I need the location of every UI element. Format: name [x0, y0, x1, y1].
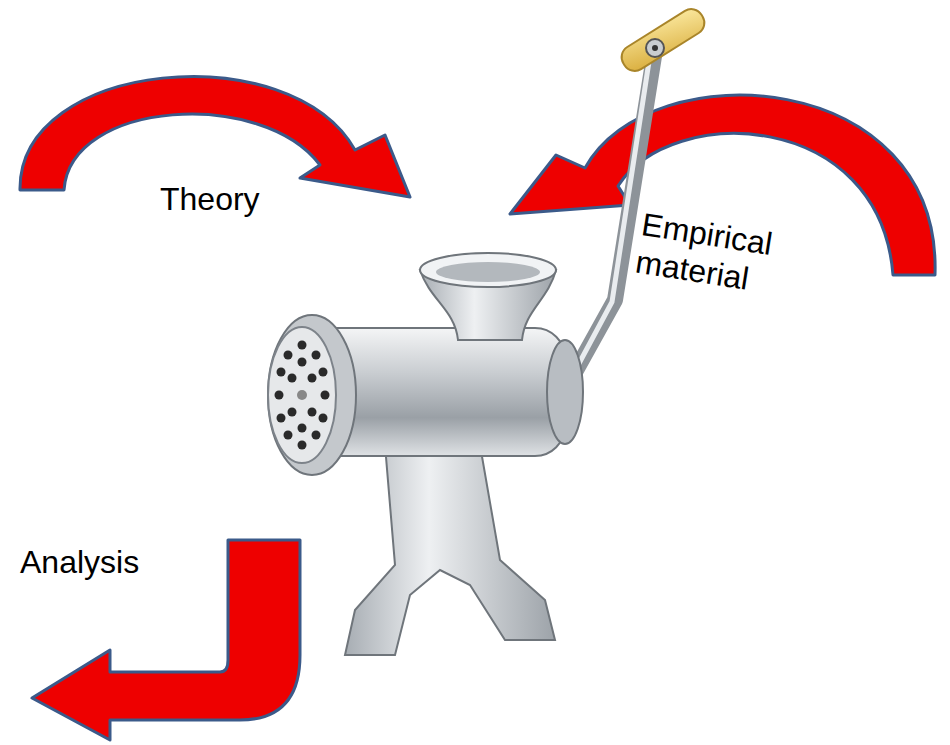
- hopper-rim: [420, 253, 556, 287]
- crank-pin: [652, 45, 658, 51]
- crank-highlight: [568, 55, 650, 384]
- grinder-ring: [268, 315, 356, 475]
- theory-arrow: [20, 77, 410, 197]
- hopper-opening: [436, 262, 540, 282]
- crank-pivot: [646, 39, 664, 57]
- arrow-label: Theory: [160, 180, 360, 218]
- grinder-plate: [268, 327, 336, 463]
- grinder-base: [345, 445, 555, 655]
- crank-handle: [617, 5, 709, 76]
- arrow-label: Analysis: [20, 543, 220, 581]
- grinder-endcap: [547, 340, 583, 444]
- arrow-label: Empirical material: [633, 205, 808, 307]
- plate-holes: [275, 341, 330, 450]
